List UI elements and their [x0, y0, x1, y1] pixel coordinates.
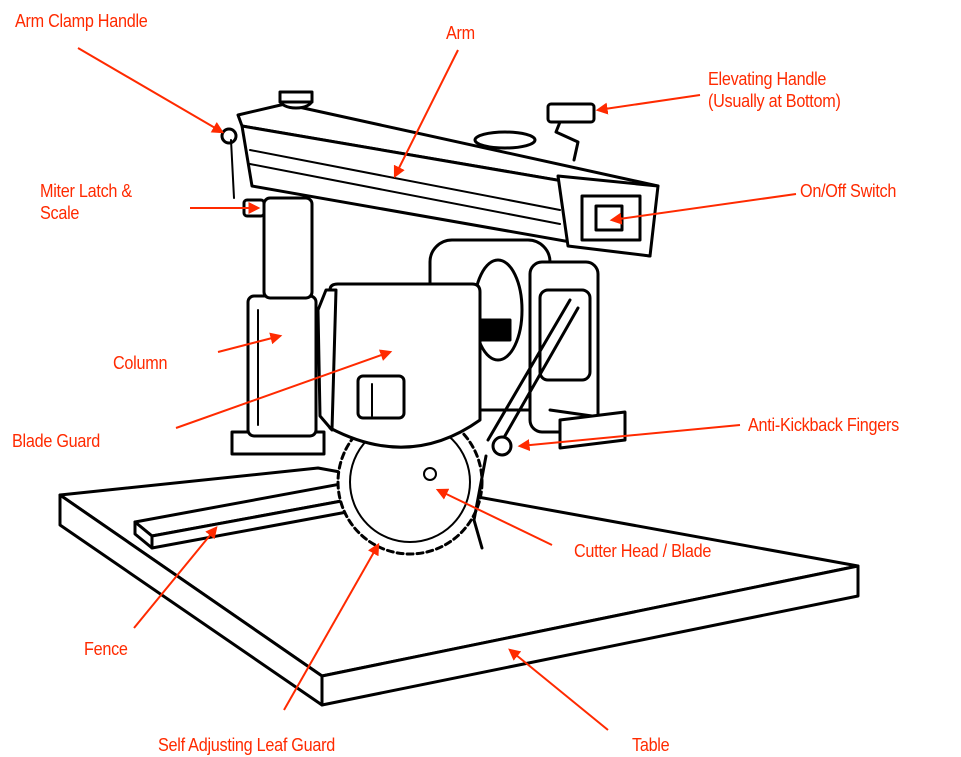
arrow-on-off-switch: [609, 193, 797, 225]
label-arm-clamp-handle-text: Arm Clamp Handle: [15, 11, 148, 31]
label-elevating-handle-text: Elevating Handle: [708, 69, 827, 89]
arrow-column: [217, 332, 283, 353]
label-table-text: Table: [632, 735, 670, 755]
label-cutter-head-blade-text: Cutter Head / Blade: [574, 541, 712, 561]
label-miter-scale-text: Scale: [40, 203, 80, 223]
arrow-elevating-handle: [595, 94, 701, 115]
label-cutter-head-blade: Cutter Head / Blade: [574, 540, 711, 562]
label-elevating-handle-note: (Usually at Bottom): [708, 91, 841, 111]
label-arm-clamp-handle: Arm Clamp Handle: [15, 10, 148, 32]
label-column-text: Column: [113, 353, 168, 373]
saw-anti-kickback-fingers: [472, 298, 580, 550]
arrow-arm: [393, 49, 459, 179]
saw-elevating-handle: [473, 102, 596, 162]
label-column: Column: [113, 352, 167, 374]
label-arm: Arm: [446, 22, 475, 44]
saw-blade-guard: [316, 282, 482, 449]
saw-blade: [336, 408, 484, 556]
label-miter-latch-scale: Miter Latch & Scale: [40, 180, 132, 224]
label-fence: Fence: [84, 638, 128, 660]
arm-clamp-knob: [220, 127, 238, 145]
label-blade-guard-text: Blade Guard: [12, 431, 100, 451]
label-elevating-handle: Elevating Handle (Usually at Bottom): [708, 68, 841, 112]
arrow-blade-guard: [175, 349, 393, 429]
label-blade-guard: Blade Guard: [12, 430, 100, 452]
label-miter-latch-text: Miter Latch &: [40, 181, 132, 201]
label-self-adjusting-leaf-guard: Self Adjusting Leaf Guard: [158, 734, 335, 756]
label-anti-kickback-fingers: Anti-Kickback Fingers: [748, 414, 899, 436]
label-on-off-switch: On/Off Switch: [800, 180, 896, 202]
arrow-cutter-head: [435, 488, 553, 546]
arrow-arm-clamp-handle: [77, 47, 225, 134]
label-on-off-switch-text: On/Off Switch: [800, 181, 897, 201]
label-arm-text: Arm: [446, 23, 475, 43]
label-fence-text: Fence: [84, 639, 128, 659]
label-self-adjusting-leaf-guard-text: Self Adjusting Leaf Guard: [158, 735, 335, 755]
arrow-table: [508, 648, 609, 731]
saw-column: [230, 196, 326, 456]
label-anti-kickback-fingers-text: Anti-Kickback Fingers: [748, 415, 899, 435]
arrow-anti-kickback: [517, 424, 741, 452]
arrow-fence: [133, 526, 218, 629]
arrow-leaf-guard: [283, 542, 380, 711]
saw-arm: [236, 90, 660, 258]
label-table: Table: [632, 734, 670, 756]
